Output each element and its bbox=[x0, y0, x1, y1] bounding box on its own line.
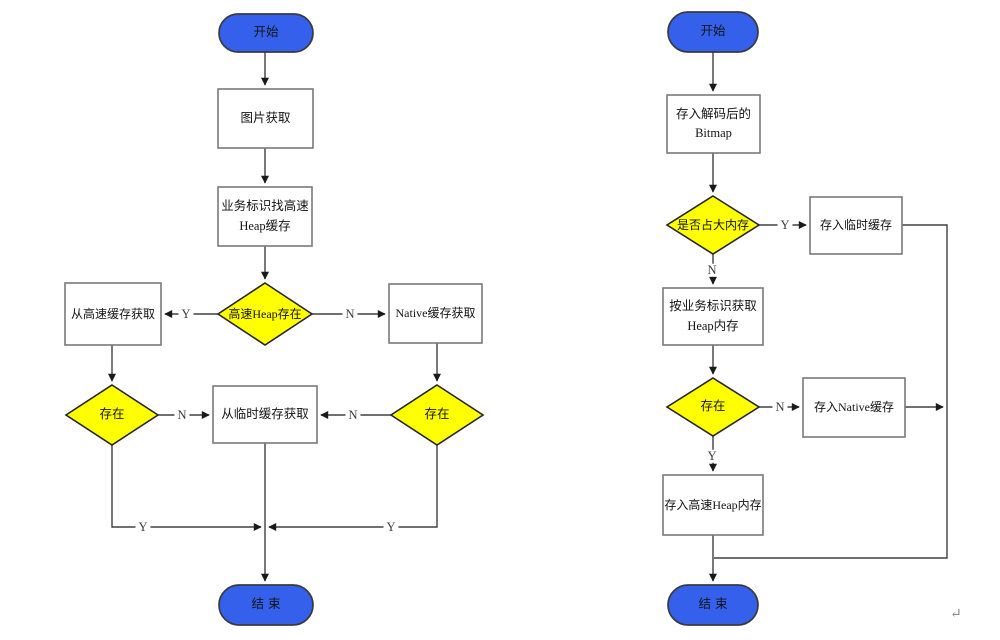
r-big-memory-label: 是否占大内存 bbox=[676, 217, 749, 232]
l-find-heap-line1: 业务标识找高速 bbox=[221, 199, 309, 214]
r-store-native-label: 存入Native缓存 bbox=[814, 400, 894, 415]
r-big-memory-diamond bbox=[665, 195, 761, 255]
r-exists-diamond bbox=[665, 377, 761, 437]
edge-l-existsright-yes bbox=[268, 445, 438, 531]
edge-r-temp-return bbox=[714, 224, 948, 559]
l-start-label: 开始 bbox=[253, 25, 279, 40]
r-edge-label-exists-no: N bbox=[772, 401, 788, 414]
edge-l-existsleft-yes bbox=[111, 445, 262, 531]
l-edge-label-right-no: N bbox=[345, 409, 361, 422]
l-edge-label-left-yes: Y bbox=[135, 521, 151, 534]
l-edge-label-left-no: N bbox=[174, 409, 190, 422]
l-exists-right-label: 存在 bbox=[424, 407, 450, 422]
l-get-from-heap-shape bbox=[64, 282, 162, 346]
l-get-from-native-label: Native缓存获取 bbox=[395, 306, 476, 321]
l-exists-left-label: 存在 bbox=[99, 407, 125, 422]
l-start-terminal-shape bbox=[218, 13, 314, 53]
l-find-heap-line2: Heap缓存 bbox=[239, 218, 291, 233]
l-exists-right-diamond bbox=[389, 384, 485, 446]
r-get-heap-shape bbox=[662, 287, 764, 346]
l-heap-exists-diamond bbox=[216, 282, 314, 346]
l-edge-label-heap-no: N bbox=[342, 308, 358, 321]
l-get-from-temp-shape bbox=[212, 385, 318, 444]
l-heap-exists-label: 高速Heap存在 bbox=[228, 306, 302, 321]
r-get-heap-line2: Heap内存 bbox=[687, 318, 739, 333]
r-get-heap-label: 按业务标识获取 Heap内存 bbox=[663, 288, 763, 345]
r-start-label: 开始 bbox=[700, 24, 726, 39]
l-find-heap-label: 业务标识找高速 Heap缓存 bbox=[218, 187, 312, 246]
l-end-terminal-shape bbox=[218, 584, 314, 626]
r-store-native-shape bbox=[802, 377, 906, 438]
r-store-bitmap-label: 存入解码后的 Bitmap bbox=[667, 95, 760, 153]
right-flowchart bbox=[662, 11, 948, 626]
r-edge-label-big-yes: Y bbox=[777, 219, 793, 232]
l-edge-label-heap-yes: Y bbox=[178, 308, 194, 321]
r-store-temp-label: 存入临时缓存 bbox=[819, 218, 892, 233]
l-get-from-native-shape bbox=[388, 283, 483, 344]
r-end-terminal-shape bbox=[667, 584, 759, 626]
l-get-from-heap-label: 从高速缓存获取 bbox=[70, 306, 155, 321]
l-edge-label-right-yes: Y bbox=[383, 521, 399, 534]
l-fetch-image-shape bbox=[217, 88, 314, 149]
r-store-bitmap-line1: 存入解码后的 bbox=[675, 106, 751, 121]
l-get-from-temp-label: 从临时缓存获取 bbox=[221, 406, 309, 421]
r-start-terminal-shape bbox=[667, 11, 759, 53]
r-edge-label-big-no: N bbox=[704, 264, 720, 277]
r-exists-label: 存在 bbox=[700, 399, 726, 414]
r-store-bitmap-shape bbox=[666, 94, 761, 154]
l-fetch-image-label: 图片获取 bbox=[240, 110, 291, 125]
r-end-label: 结束 bbox=[698, 597, 732, 612]
l-end-label: 结束 bbox=[251, 597, 285, 612]
r-store-temp-shape bbox=[809, 196, 903, 255]
r-store-bitmap-line2: Bitmap bbox=[695, 126, 732, 140]
l-exists-left-diamond bbox=[64, 384, 160, 446]
r-store-heap-label: 存入高速Heap内存 bbox=[664, 497, 762, 512]
paragraph-return-mark: ↵ bbox=[950, 607, 962, 622]
left-flowchart bbox=[64, 13, 485, 626]
r-get-heap-line1: 按业务标识获取 bbox=[669, 299, 757, 314]
r-edge-label-exists-yes: Y bbox=[704, 450, 720, 463]
l-find-heap-shape bbox=[217, 186, 313, 247]
r-store-heap-shape bbox=[662, 474, 764, 536]
